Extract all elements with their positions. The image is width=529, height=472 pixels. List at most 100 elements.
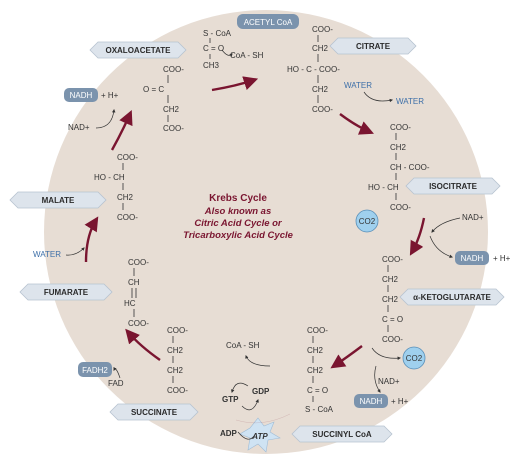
arrow-citrate-to-isocitrate <box>339 113 374 135</box>
iso-line-5: COO- <box>390 203 411 212</box>
keto-line-3: CH2 <box>382 295 399 304</box>
acetyl-line-3: CH3 <box>203 61 220 70</box>
oxaloacetate-molecule: COO- O = C CH2 COO- <box>143 65 184 133</box>
keto-line-4: C = O <box>382 315 403 324</box>
oxa-line-4: COO- <box>163 124 184 133</box>
banner-oxaloacetate: OXALOACETATE <box>89 41 187 59</box>
citrate-line-3: HO - C - COO- <box>287 65 340 74</box>
fum-line-2: CH <box>128 278 140 287</box>
ketoglutarate-molecule: COO- CH2 CH2 C = O COO- <box>382 255 403 344</box>
h-plus-label-3: + H+ <box>391 397 409 406</box>
adp-label: ADP <box>220 429 238 438</box>
oxa-line-3: CH2 <box>163 105 180 114</box>
arrow-succinate-to-fumarate <box>125 328 161 361</box>
label-succinyl-coa: SUCCINYL CoA <box>312 430 372 439</box>
oxa-line-1: COO- <box>163 65 184 74</box>
diagram-subtitle-line-1: Also known as <box>204 206 272 217</box>
arrow-ketoglutarate-to-succinyl-coa <box>330 345 363 369</box>
diagram-title: Krebs Cycle <box>209 193 267 204</box>
iso-line-1: COO- <box>390 123 411 132</box>
acetyl-coa-label: ACETYL CoA <box>244 18 293 27</box>
malate-line-4: COO- <box>117 213 138 222</box>
cycle-background <box>44 10 488 454</box>
atp-label: ATP <box>251 432 268 441</box>
malate-line-1: COO- <box>117 153 138 162</box>
sucoa-line-2: CH2 <box>307 346 324 355</box>
nadh-badge-1 <box>64 88 98 102</box>
coa-sh-bottom: CoA - SH <box>226 341 260 350</box>
nadh-badge-2 <box>455 251 489 265</box>
nad-plus-label-1: NAD+ <box>68 123 90 132</box>
arrow-oxaloacetate-to-citrate <box>211 76 259 92</box>
succ-line-1: COO- <box>167 326 188 335</box>
label-oxaloacetate: OXALOACETATE <box>105 46 171 55</box>
h-plus-label-1: + H+ <box>101 91 119 100</box>
banner-citrate: CITRATE <box>329 37 417 55</box>
nadh-badge-3 <box>354 394 388 408</box>
succinate-molecule: COO- CH2 CH2 COO- <box>167 326 188 395</box>
sucoa-line-5: S - CoA <box>305 405 334 414</box>
co2-bubble-1 <box>355 209 379 233</box>
arrow-isocitrate-to-ketoglutarate <box>409 217 426 256</box>
arrow-fumarate-to-malate <box>84 216 99 263</box>
sucoa-line-3: CH2 <box>307 366 324 375</box>
water-label-in: WATER <box>344 81 372 90</box>
co2-bubble-2 <box>402 346 426 370</box>
gdp-label: GDP <box>252 387 270 396</box>
nadh-label-2: NADH <box>461 254 484 263</box>
co2-label-2: CO2 <box>406 354 423 363</box>
fum-line-1: COO- <box>128 258 149 267</box>
water-label-out: WATER <box>396 97 424 106</box>
citrate-line-5: COO- <box>312 105 333 114</box>
keto-line-5: COO- <box>382 335 403 344</box>
nadh-label-1: NADH <box>70 91 93 100</box>
h-plus-label-2: + H+ <box>493 254 511 263</box>
fadh2-label: FADH2 <box>82 366 108 375</box>
nad-plus-label-2: NAD+ <box>462 213 484 222</box>
diagram-subtitle-line-2: Citric Acid Cycle or <box>194 218 283 229</box>
acetyl-line-2: C = O <box>203 44 224 53</box>
malate-molecule: COO- HO - CH CH2 COO- <box>94 153 138 222</box>
banner-ketoglutarate: α-KETOGLUTARATE <box>399 288 505 306</box>
banner-isocitrate: ISOCITRATE <box>405 177 501 195</box>
acetyl-coa-badge <box>237 14 299 29</box>
iso-line-3: CH - COO- <box>390 163 430 172</box>
fum-line-3: HC <box>124 299 136 308</box>
banner-succinyl-coa: SUCCINYL CoA <box>291 425 393 443</box>
malate-line-2: HO - CH <box>94 173 125 182</box>
fadh2-badge <box>78 362 112 377</box>
citrate-line-2: CH2 <box>312 44 329 53</box>
malate-line-3: CH2 <box>117 193 134 202</box>
fad-label: FAD <box>108 379 124 388</box>
keto-line-1: COO- <box>382 255 403 264</box>
arrow-malate-to-oxaloacetate <box>110 110 133 151</box>
banner-malate: MALATE <box>9 191 107 209</box>
label-isocitrate: ISOCITRATE <box>429 182 478 191</box>
sucoa-line-1: COO- <box>307 326 328 335</box>
fum-line-4: COO- <box>128 319 149 328</box>
succ-line-4: COO- <box>167 386 188 395</box>
succinyl-coa-molecule: COO- CH2 CH2 C = O S - CoA <box>305 326 334 414</box>
nad-plus-label-3: NAD+ <box>378 377 400 386</box>
label-ketoglutarate: α-KETOGLUTARATE <box>413 293 491 302</box>
co2-label-1: CO2 <box>359 217 376 226</box>
acetyl-line-1: S - CoA <box>203 29 232 38</box>
label-citrate: CITRATE <box>356 42 391 51</box>
sucoa-line-4: C = O <box>307 386 328 395</box>
iso-line-4: HO - CH <box>368 183 399 192</box>
citrate-line-1: COO- <box>312 25 333 34</box>
succ-line-3: CH2 <box>167 366 184 375</box>
succ-line-2: CH2 <box>167 346 184 355</box>
keto-line-2: CH2 <box>382 275 399 284</box>
label-malate: MALATE <box>42 196 75 205</box>
label-fumarate: FUMARATE <box>44 288 89 297</box>
fumarate-molecule: COO- CH HC COO- <box>124 258 149 328</box>
citrate-molecule: COO- CH2 HO - C - COO- CH2 COO- <box>287 25 340 114</box>
oxa-line-2: O = C <box>143 85 164 94</box>
isocitrate-molecule: COO- CH2 CH - COO- HO - CH COO- <box>368 123 430 212</box>
iso-line-2: CH2 <box>390 143 407 152</box>
banner-fumarate: FUMARATE <box>19 283 113 301</box>
acetyl-coa-group: ACETYL CoA S - CoA C = O CH3 CoA - SH <box>203 14 299 70</box>
